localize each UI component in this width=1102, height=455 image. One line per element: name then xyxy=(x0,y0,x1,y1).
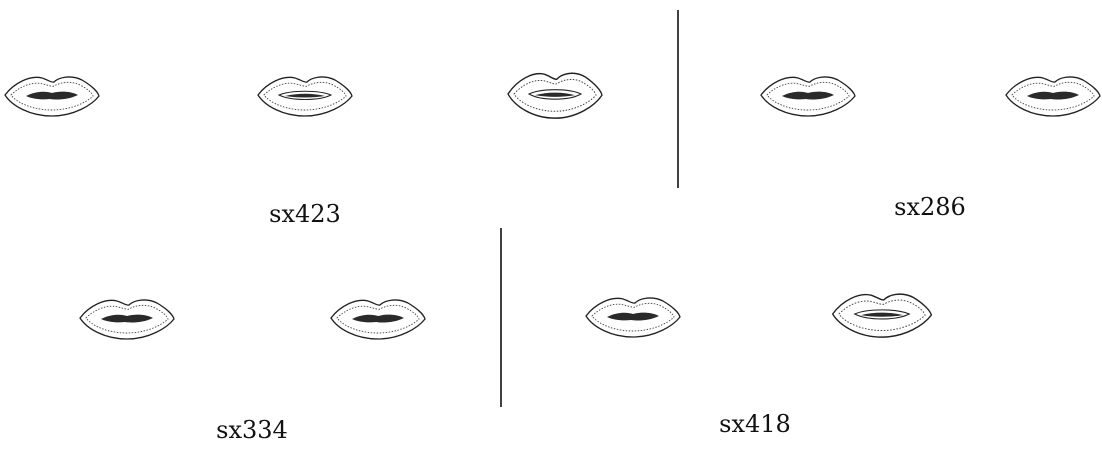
mouth-contour-icon xyxy=(5,77,99,116)
panel-caption: sx423 xyxy=(269,200,341,228)
mouth-contour-icon xyxy=(586,298,680,337)
panel-sx418: sx418 xyxy=(586,294,931,438)
mouth-contour-icon xyxy=(761,77,855,116)
panel-sx286: sx286 xyxy=(761,77,1100,221)
mouth-contour-icon xyxy=(258,77,352,116)
mouth-contour-icon xyxy=(80,300,174,339)
panel-caption: sx418 xyxy=(719,410,791,438)
mouth-contour-icon xyxy=(833,294,932,337)
panel-caption: sx286 xyxy=(894,193,966,221)
panel-sx334: sx334 xyxy=(80,300,425,444)
mouth-contour-icon xyxy=(508,73,602,118)
panel-caption: sx334 xyxy=(216,416,288,444)
panel-sx423: sx423 xyxy=(5,73,602,228)
mouth-contour-icon xyxy=(1006,77,1100,116)
mouth-contour-icon xyxy=(331,300,425,339)
